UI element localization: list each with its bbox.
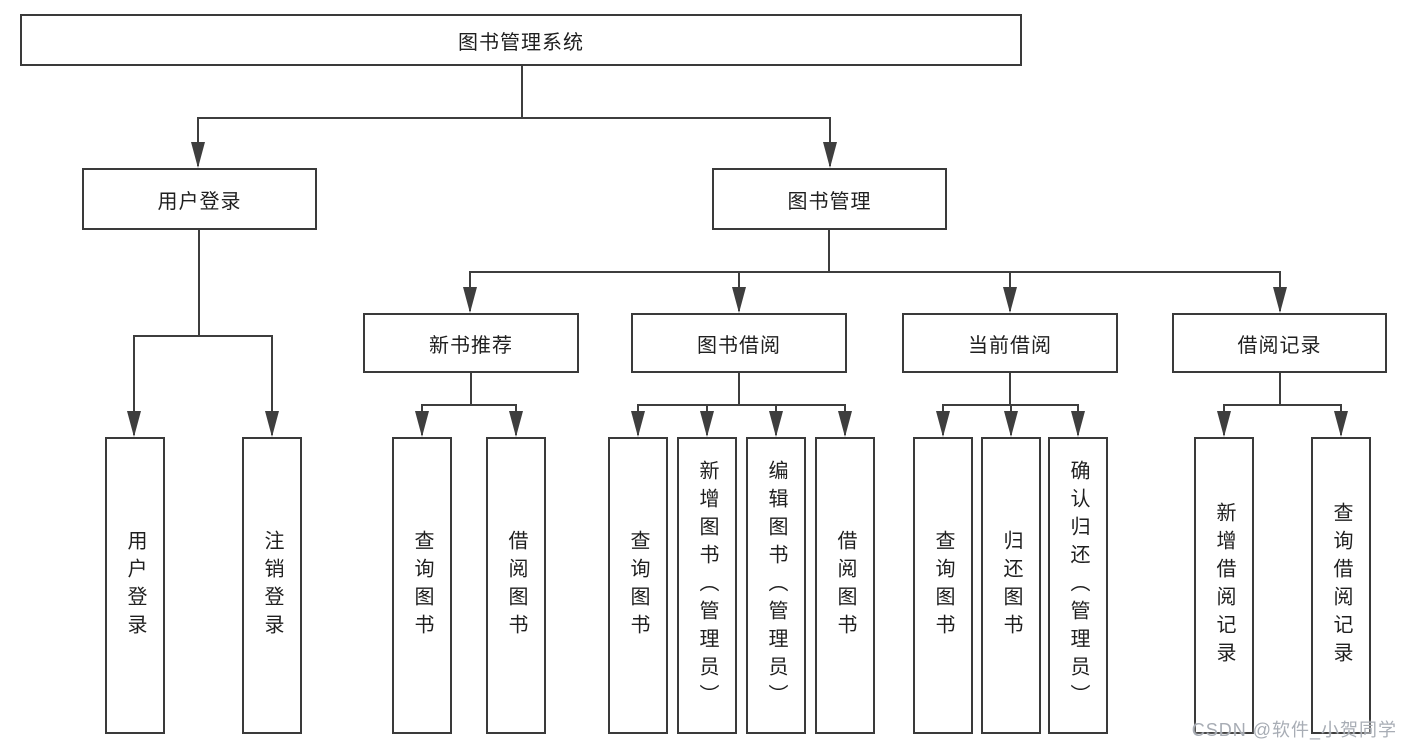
leaf-borrow-books-recommend: 借阅图书 — [486, 437, 546, 734]
leaf-query-books-current: 查询图书 — [913, 437, 973, 734]
leaf-add-borrow-record: 新增借阅记录 — [1194, 437, 1254, 734]
leaf-query-borrow-record: 查询借阅记录 — [1311, 437, 1371, 734]
leaf-confirm-return-admin: 确认归还（管理员） — [1048, 437, 1108, 734]
leaf-query-books-borrow: 查询图书 — [608, 437, 668, 734]
leaf-query-books-recommend: 查询图书 — [392, 437, 452, 734]
node-book-borrow: 图书借阅 — [631, 313, 847, 373]
node-new-book-recommend: 新书推荐 — [363, 313, 579, 373]
node-root-system: 图书管理系统 — [20, 14, 1022, 66]
leaf-edit-books-admin: 编辑图书（管理员） — [746, 437, 806, 734]
node-current-borrow: 当前借阅 — [902, 313, 1118, 373]
leaf-return-books: 归还图书 — [981, 437, 1041, 734]
leaf-add-books-admin: 新增图书（管理员） — [677, 437, 737, 734]
leaf-borrow-books: 借阅图书 — [815, 437, 875, 734]
leaf-user-login: 用户登录 — [105, 437, 165, 734]
csdn-watermark: CSDN @软件_小贺同学 — [1191, 720, 1397, 740]
node-book-management: 图书管理 — [712, 168, 947, 230]
node-user-login: 用户登录 — [82, 168, 317, 230]
leaf-logout: 注销登录 — [242, 437, 302, 734]
node-borrow-record: 借阅记录 — [1172, 313, 1387, 373]
